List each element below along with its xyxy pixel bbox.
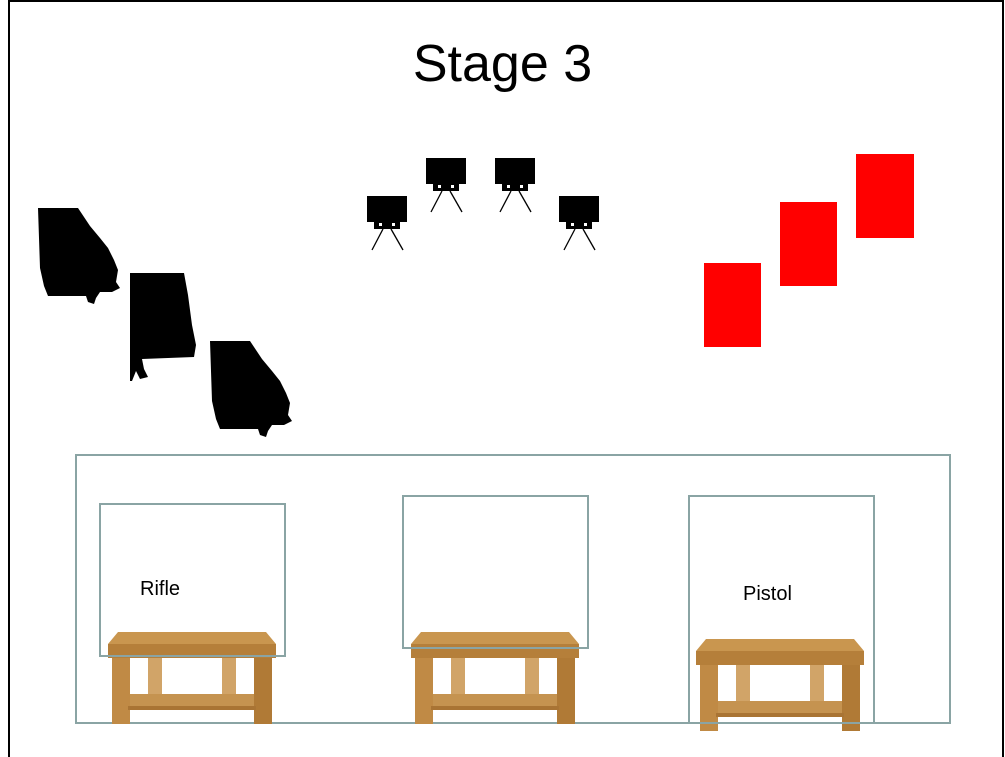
station-box-2: [403, 496, 588, 648]
steel-plate-target-icon: [559, 196, 599, 250]
table-icon: [108, 632, 276, 724]
georgia-silhouette-icon: [210, 341, 292, 437]
steel-plate-target-icon: [426, 158, 466, 212]
steel-plate-target-icon: [495, 158, 535, 212]
steel-plate-target-icon: [367, 196, 407, 250]
station-label-rifle: Rifle: [140, 578, 180, 601]
table-icon: [696, 639, 864, 731]
station-label-pistol: Pistol: [743, 583, 792, 606]
table-icon: [411, 632, 579, 724]
paper-target-icon: [856, 154, 914, 238]
alabama-silhouette-icon: [130, 273, 196, 381]
georgia-silhouette-icon: [38, 208, 120, 304]
paper-target-icon: [704, 263, 761, 347]
paper-target-icon: [780, 202, 837, 286]
